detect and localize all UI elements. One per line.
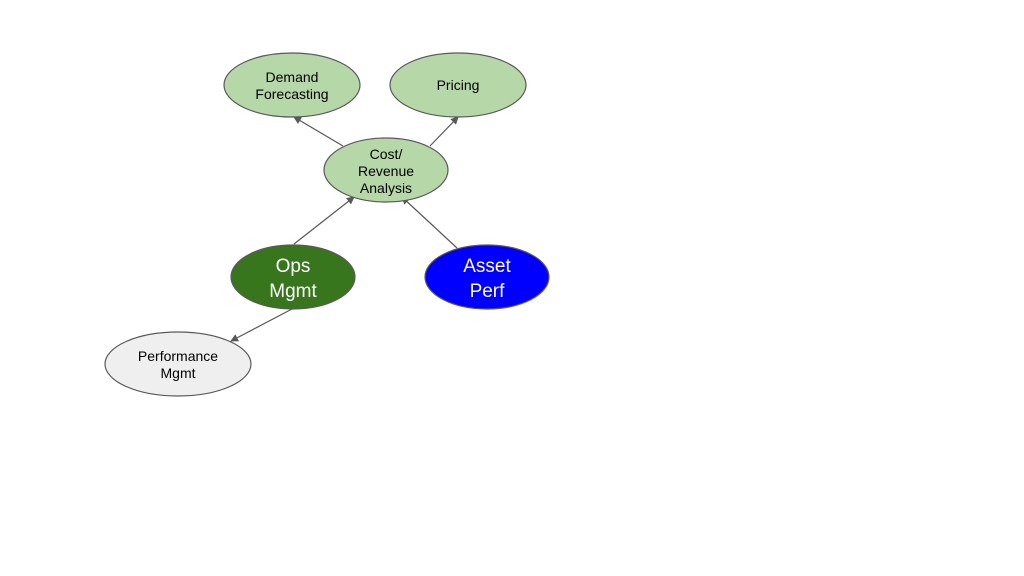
node-cost-revenue-analysis: Cost/ Revenue Analysis bbox=[323, 137, 449, 203]
node-ops-mgmt: Ops Mgmt bbox=[230, 244, 356, 310]
node-performance-label-2: Mgmt bbox=[161, 365, 196, 381]
edge-ops-to-performance bbox=[230, 308, 293, 342]
node-ops-label-1: Ops bbox=[276, 256, 311, 277]
edge-cost-to-pricing bbox=[429, 116, 459, 147]
node-asset-label-1: Asset bbox=[463, 256, 511, 277]
node-demand-forecasting: Demand Forecasting bbox=[223, 52, 361, 118]
node-performance-label-1: Performance bbox=[138, 348, 218, 364]
node-pricing: Pricing bbox=[389, 52, 527, 118]
node-asset-label-2: Perf bbox=[470, 281, 506, 302]
node-performance-mgmt: Performance Mgmt bbox=[104, 331, 252, 397]
node-ops-label-2: Mgmt bbox=[269, 281, 317, 302]
node-cost-label-2: Revenue bbox=[358, 163, 414, 179]
node-demand-label-1: Demand bbox=[266, 69, 319, 85]
edge-asset-to-cost bbox=[401, 196, 458, 249]
node-demand-label-2: Forecasting bbox=[255, 86, 328, 102]
node-cost-label-3: Analysis bbox=[360, 180, 412, 196]
edge-ops-to-cost bbox=[293, 196, 355, 245]
node-cost-label-1: Cost/ bbox=[370, 146, 403, 162]
edge-cost-to-demand bbox=[293, 116, 344, 147]
node-asset-perf: Asset Perf bbox=[424, 244, 550, 310]
node-pricing-label: Pricing bbox=[437, 77, 480, 93]
